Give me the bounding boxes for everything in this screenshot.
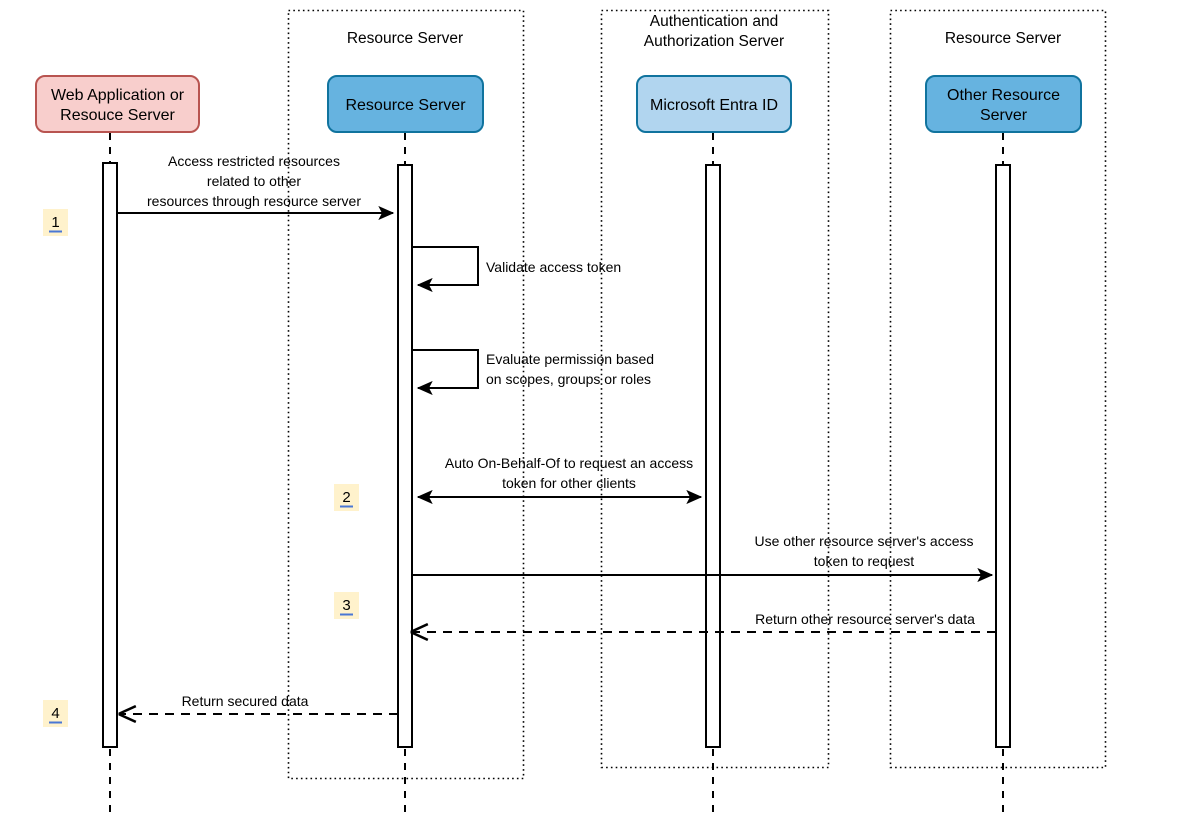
message-label-auto-on-behalf-of-line1: Auto On-Behalf-Of to request an access (445, 455, 693, 471)
message-label-access-restricted-line1: Access restricted resources (168, 153, 340, 169)
message-evaluate-permission: Evaluate permission based on scopes, gro… (412, 349, 654, 396)
group-label-auth-server-line1: Authentication and (650, 13, 778, 30)
participant-box-microsoft-entra-id[interactable] (636, 75, 792, 133)
message-return-secured-data: Return secured data (120, 693, 398, 714)
step-badges: 1 2 3 4 (43, 209, 359, 727)
participant-box-resource-server[interactable] (327, 75, 484, 133)
lifelines (109, 133, 1004, 812)
activation-bars (102, 162, 1011, 748)
message-auto-on-behalf-of: Auto On-Behalf-Of to request an access t… (416, 455, 703, 505)
group-label-auth-server-line2: Authorization Server (644, 33, 784, 50)
message-use-other-token: Use other resource server's access token… (412, 533, 994, 583)
group-frame-other-resource-server (889, 9, 1107, 769)
participant-label-resource-server: Resource Server (345, 97, 466, 114)
participant-box-other-resource-server[interactable] (925, 75, 1082, 133)
participant-box-web-application[interactable] (35, 75, 200, 133)
activation-bar-other-resource-server (995, 164, 1011, 748)
message-label-return-other-data: Return other resource server's data (755, 611, 975, 627)
participant-label-microsoft-entra-id: Microsoft Entra ID (650, 97, 778, 114)
message-label-access-restricted-line3: resources through resource server (147, 193, 361, 209)
message-label-use-other-token-line2: token to request (814, 553, 915, 569)
message-label-auto-on-behalf-of-line2: token for other clients (502, 475, 636, 491)
step-badge-1[interactable]: 1 (43, 209, 68, 236)
message-arrow-validate-access-token (412, 246, 479, 293)
group-label-other-resource-server: Resource Server (945, 30, 1061, 47)
group-labels: Resource Server Authentication and Autho… (347, 13, 1061, 50)
step-badge-2-label: 2 (342, 489, 350, 506)
step-badge-3[interactable]: 3 (334, 592, 359, 619)
participant-boxes: Web Application or Resouce Server Resour… (35, 75, 1082, 133)
message-access-restricted: Access restricted resources related to o… (117, 153, 395, 221)
message-label-validate-access-token: Validate access token (486, 259, 621, 275)
step-badge-4-label: 4 (51, 705, 59, 722)
message-label-return-secured-data: Return secured data (182, 693, 309, 709)
activation-bar-microsoft-entra-id (705, 164, 721, 748)
group-frames (287, 9, 1107, 780)
message-label-evaluate-permission-line1: Evaluate permission based (486, 351, 654, 367)
message-arrow-evaluate-permission (412, 349, 479, 396)
group-label-resource-server: Resource Server (347, 30, 463, 47)
participant-label-other-resource-server-line2: Server (980, 107, 1028, 124)
step-badge-4[interactable]: 4 (43, 700, 68, 727)
participant-label-web-application-line2: Resouce Server (60, 107, 175, 124)
activation-bar-web-application (102, 162, 118, 748)
group-frame-auth-server (600, 9, 830, 769)
participant-label-other-resource-server-line1: Other Resource (947, 87, 1060, 104)
step-badge-1-label: 1 (51, 214, 59, 231)
message-label-use-other-token-line1: Use other resource server's access (755, 533, 974, 549)
step-badge-3-label: 3 (342, 597, 350, 614)
message-label-access-restricted-line2: related to other (207, 173, 302, 189)
participant-label-web-application-line1: Web Application or (51, 87, 185, 104)
message-label-evaluate-permission-line2: on scopes, groups or roles (486, 371, 651, 387)
activation-bar-resource-server (397, 164, 413, 748)
message-return-other-data: Return other resource server's data (412, 611, 996, 632)
message-validate-access-token: Validate access token (412, 246, 621, 293)
step-badge-2[interactable]: 2 (334, 484, 359, 511)
